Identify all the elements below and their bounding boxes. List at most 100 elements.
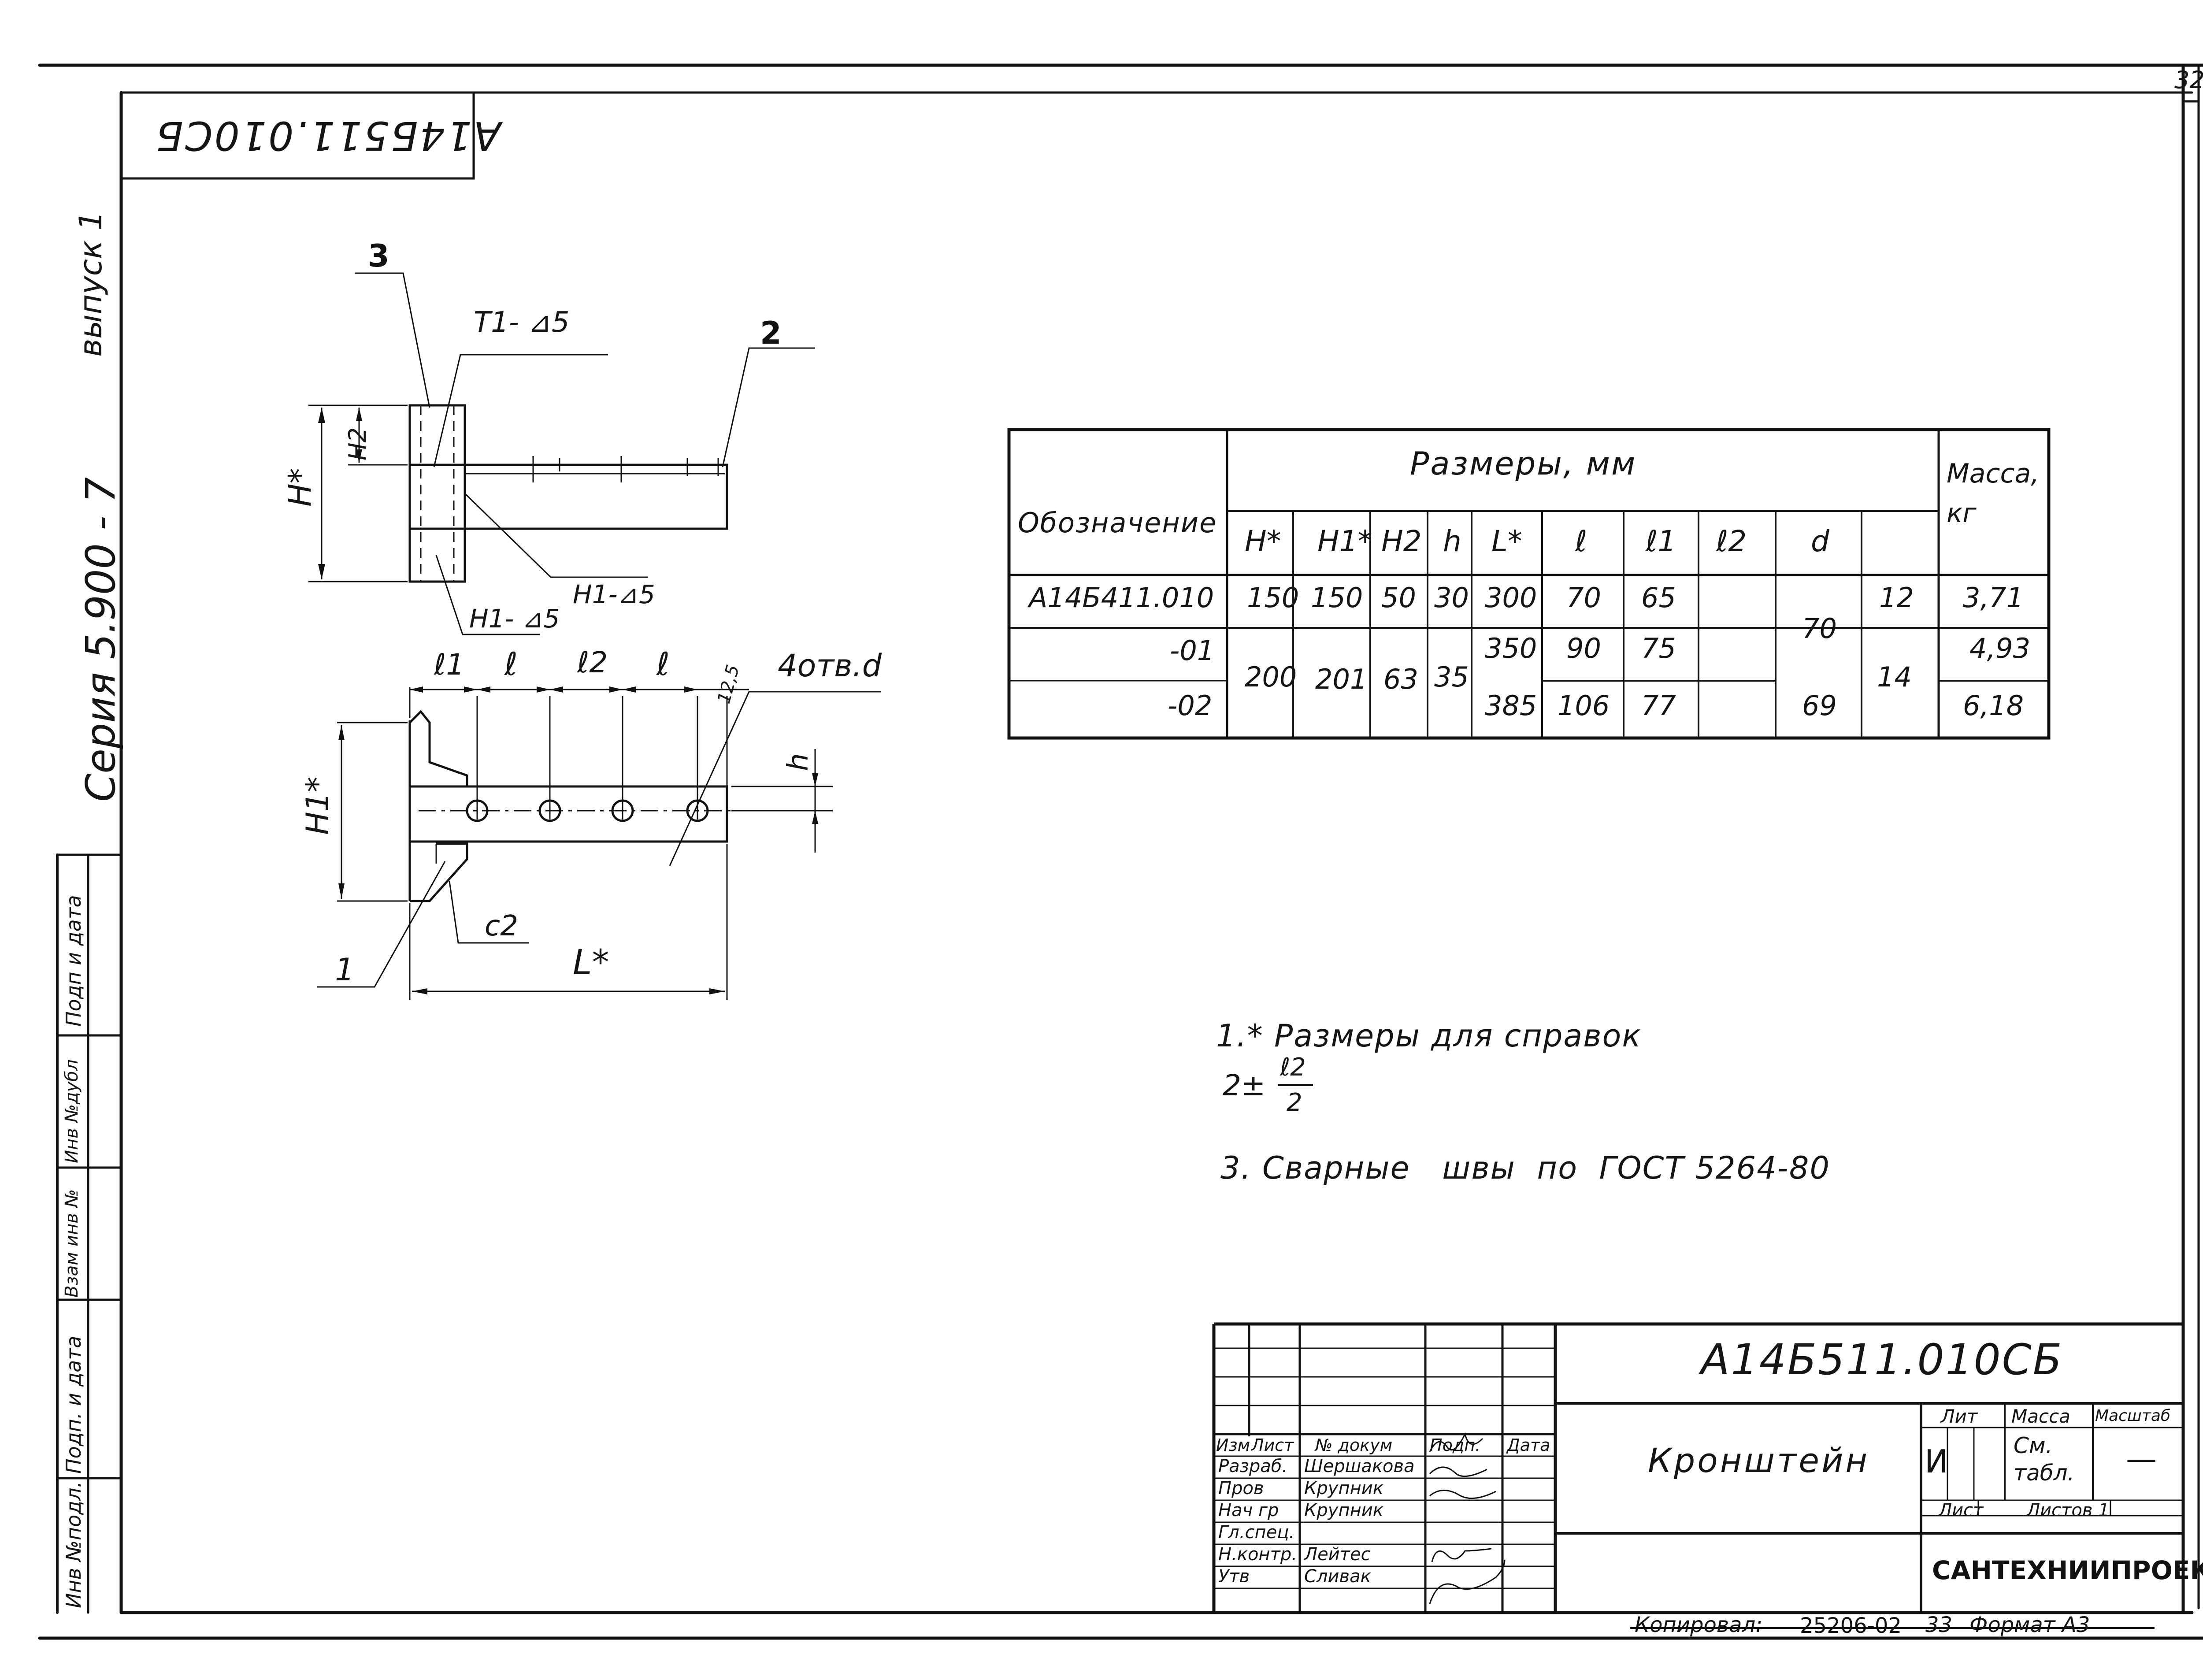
weld-h1-label-left: Н1- ⊿5	[469, 604, 560, 634]
sheets-label: Листов 1	[2027, 1500, 2110, 1521]
note-2-prefix: 2±	[1223, 1068, 1266, 1102]
table-row-1-h: 30	[1434, 582, 1469, 614]
series-label: Серия 5.900 - 7	[77, 477, 124, 802]
holes-label: 4отв.d	[778, 648, 882, 684]
role-norm-control: Н.контр.	[1218, 1544, 1297, 1565]
callout-2: 2	[760, 315, 782, 351]
callout-1: 1	[335, 952, 355, 988]
name-developer: Шершакова	[1304, 1456, 1415, 1476]
merged-l2: 70	[1802, 612, 1837, 645]
lit-label: Лит	[1941, 1406, 1978, 1427]
hdr-sign: Подп.	[1430, 1435, 1481, 1455]
stamp-replace-inv: Взам инв №	[62, 1189, 82, 1298]
hdr-doc-no: № докум	[1315, 1435, 1393, 1455]
rotated-doc-code: А14Б511.010СБ	[154, 112, 501, 159]
organization-name: САНТЕХНИИПРОЕКТ	[1932, 1555, 2203, 1585]
table-row-1-H1: 150	[1311, 582, 1363, 614]
hdr-list: Лист	[1251, 1435, 1294, 1455]
note-2-numerator: ℓ2	[1280, 1053, 1306, 1082]
table-row-1-d: 12	[1879, 582, 1914, 614]
col-header-H2: Н2	[1381, 524, 1422, 558]
role-group-head: Нач гр	[1218, 1500, 1279, 1521]
table-row-3-mass: 6,18	[1963, 690, 2024, 722]
role-checker: Пров	[1218, 1478, 1264, 1498]
table-row-3-L: 385	[1485, 690, 1537, 722]
role-chief-spec: Гл.спец.	[1218, 1522, 1295, 1543]
weld-h1-label-right: Н1-⊿5	[573, 579, 655, 609]
merged-H: 200	[1245, 661, 1297, 693]
sheet-label: Лист	[1939, 1500, 1984, 1521]
chamfer-label: с2	[485, 910, 518, 942]
copied-label: Копировал:	[1635, 1613, 1763, 1637]
col-header-H: Н*	[1245, 524, 1281, 558]
designation-header: Обозначение	[1018, 507, 1217, 539]
stamp-duplicate-inv: Инв №дубл	[62, 1059, 82, 1163]
dim-l1-label: ℓ1	[434, 648, 465, 682]
dim-h-label: h	[782, 753, 815, 771]
issue-label: выпуск 1	[73, 211, 109, 357]
dim-l-label-a: ℓ	[504, 645, 518, 682]
copy-number: 25206-02	[1800, 1613, 1902, 1638]
col-header-L: L*	[1491, 524, 1522, 558]
note-2-denominator: 2	[1287, 1088, 1302, 1117]
table-row-3-l: 106	[1558, 690, 1610, 722]
mass-value: См. табл.	[2014, 1433, 2075, 1486]
copy-count: 33	[1925, 1613, 1953, 1637]
name-group-head: Крупник	[1304, 1500, 1383, 1521]
sheet-number: 32	[2174, 66, 2203, 94]
role-developer: Разраб.	[1218, 1456, 1288, 1476]
name-norm-control: Лейтес	[1304, 1544, 1371, 1565]
col-header-l: ℓ	[1575, 524, 1587, 558]
table-row-1-mass: 3,71	[1963, 582, 2024, 614]
note-3: 3. Сварные швы по ГОСТ 5264-80	[1220, 1150, 1830, 1186]
role-approver: Утв	[1218, 1566, 1250, 1587]
weld-t1-label: Т1- ⊿5	[474, 306, 570, 339]
dim-l-label-b: ℓ	[656, 645, 670, 682]
stamp-original-inv: Инв №подл.	[62, 1481, 85, 1608]
dim-L-label: L*	[573, 943, 609, 983]
col-header-l1: ℓ1	[1646, 524, 1676, 558]
name-checker: Крупник	[1304, 1478, 1383, 1498]
stamp-signature-date-1: Подп и дата	[62, 895, 85, 1027]
table-row-1-l1: 65	[1641, 582, 1676, 614]
merged-H2: 63	[1383, 663, 1418, 695]
mass-label: Масса	[2011, 1406, 2070, 1427]
table-row-1-H: 150	[1247, 582, 1299, 614]
mass-header: Масса, кг	[1947, 458, 2040, 529]
table-row-1-H2: 50	[1381, 582, 1416, 614]
col-header-H1: Н1*	[1317, 524, 1372, 558]
scale-label: Масштаб	[2095, 1407, 2171, 1425]
col-header-l2: ℓ2	[1716, 524, 1747, 558]
sizes-header: Размеры, мм	[1410, 445, 1637, 482]
hdr-izm: Изм	[1216, 1435, 1250, 1455]
note-2-fraction-bar	[1278, 1084, 1313, 1086]
stamp-signature-date-2: Подп. и дата	[62, 1335, 85, 1474]
dim-H2-label: Н2	[344, 427, 371, 460]
table-row-2-L: 350	[1485, 632, 1537, 664]
table-row-2-mass: 4,93	[1969, 632, 2031, 664]
table-row-2-designation: -01	[1170, 634, 1215, 667]
table-row-1-designation: А14Б411.010	[1029, 582, 1214, 614]
dim-H-label: Н*	[282, 468, 318, 507]
scale-value: —	[2126, 1441, 2157, 1477]
table-row-1-l: 70	[1566, 582, 1601, 614]
table-row-3-l2: 69	[1802, 690, 1837, 722]
table-row-3-designation: -02	[1168, 690, 1213, 722]
merged-H1: 201	[1315, 663, 1368, 695]
format-label: Формат А3	[1969, 1613, 2090, 1637]
merged-h: 35	[1434, 661, 1469, 693]
col-header-d: d	[1811, 524, 1829, 558]
dim-H1-label: Н1*	[300, 776, 336, 835]
table-row-1-L: 300	[1485, 582, 1537, 614]
note-1: 1.* Размеры для справок	[1216, 1018, 1642, 1054]
hdr-date: Дата	[1507, 1435, 1550, 1455]
table-row-2-l: 90	[1566, 632, 1601, 664]
table-row-2-l1: 75	[1641, 632, 1676, 664]
callout-3: 3	[368, 238, 389, 274]
dim-l2-label: ℓ2	[577, 645, 608, 679]
name-approver: Сливак	[1304, 1566, 1371, 1587]
col-header-h: h	[1443, 524, 1461, 558]
title-doc-code: А14Б511.010СБ	[1701, 1335, 2063, 1384]
merged-d: 14	[1877, 661, 1912, 693]
